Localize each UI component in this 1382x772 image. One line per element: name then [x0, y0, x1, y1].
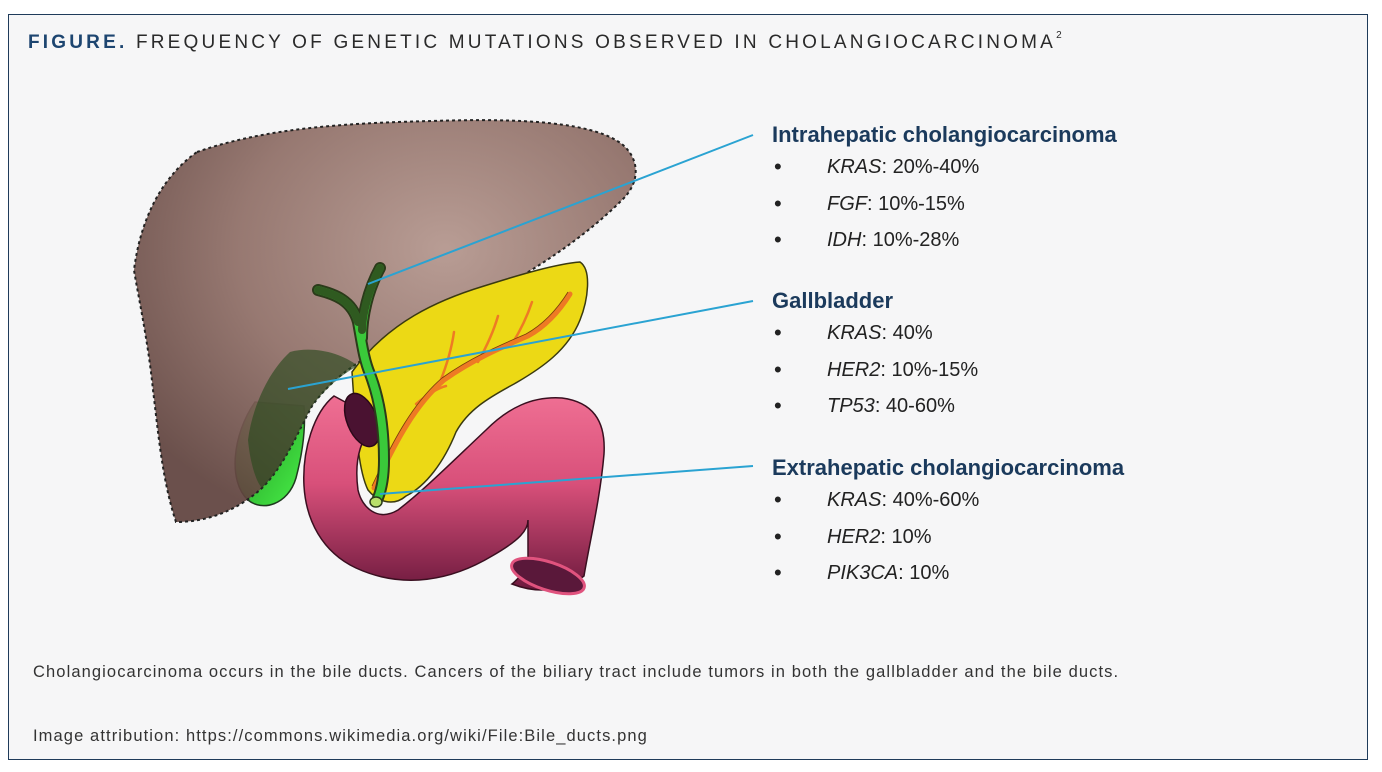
gene-name: TP53 [827, 395, 875, 417]
figure-reference: 2 [1056, 30, 1062, 41]
pancreatic-duct [371, 291, 573, 491]
figure-title-text: FREQUENCY OF GENETIC MUTATIONS OBSERVED … [135, 32, 1057, 53]
pancreatic-duct-outline [371, 291, 569, 487]
bullet-icon: • [774, 487, 782, 512]
mutation-frequency: : 40-60% [874, 395, 955, 417]
group-intrahepatic: Intrahepatic cholangiocarcinoma • KRAS: 2… [772, 122, 1117, 262]
duodenum [303, 392, 605, 596]
group-extrahepatic: Extrahepatic cholangiocarcinoma • KRAS: 4… [772, 455, 1124, 595]
mutation-item: • KRAS: 40% [772, 318, 933, 355]
mutation-frequency: : 10% [880, 525, 932, 548]
bullet-icon: • [774, 560, 782, 585]
mutation-item: • IDH: 10%-28% [772, 225, 1117, 262]
figure-caption: Cholangiocarcinoma occurs in the bile du… [33, 663, 1120, 681]
ampulla [369, 496, 383, 508]
gene-name: HER2 [827, 525, 881, 548]
bullet-icon: • [774, 393, 782, 418]
bullet-icon: • [774, 154, 782, 179]
image-attribution: Image attribution: https://commons.wikim… [33, 727, 648, 745]
mutation-item: • TP53: 40-60% [772, 391, 955, 428]
mutation-frequency: : 40% [881, 322, 933, 344]
bullet-icon: • [774, 356, 782, 382]
mutation-item: • FGF: 10%-15% [772, 189, 1117, 226]
gene-name: KRAS [827, 322, 882, 344]
mutation-list: •KRAS: 40%-60% •HER2: 10% •PIK3CA: 10% [772, 485, 1124, 595]
bullet-icon: • [774, 227, 782, 252]
gene-name: IDH [827, 229, 862, 251]
figure-label: FIGURE. [28, 32, 128, 53]
group-heading: Gallbladder [772, 288, 894, 313]
gene-name: HER2 [827, 358, 881, 381]
gallbladder-shadow [248, 349, 358, 488]
group-gallbladder: Gallbladder • KRAS: 40% • HER2: 10%-15% • T… [772, 288, 978, 428]
mutation-item: • HER2: 10% [772, 522, 1124, 559]
mutation-list: • KRAS: 20%-40% • FGF: 10%-15% • IDH: 10%-2… [772, 152, 1117, 262]
mutation-frequency: : 10%-15% [880, 358, 979, 381]
figure-title: FIGURE. FREQUENCY OF GENETIC MUTATIONS O… [28, 30, 1062, 54]
group-heading: Intrahepatic cholangiocarcinoma [772, 122, 1117, 147]
gene-name: KRAS [827, 156, 882, 178]
mutation-frequency: : 20%-40% [881, 156, 980, 178]
mutation-list: • KRAS: 40% • HER2: 10%-15% • TP53: 40-60% [772, 318, 978, 428]
leader-line-intrahepatic [367, 134, 754, 285]
gene-name: PIK3CA [827, 562, 899, 584]
bullet-icon: • [774, 320, 782, 345]
mutation-item: • PIK3CA: 10% [772, 558, 1124, 595]
mutation-frequency: : 10% [898, 562, 950, 584]
bullet-icon: • [774, 190, 782, 216]
gene-name: FGF [827, 192, 867, 215]
bullet-icon: • [774, 523, 782, 549]
group-heading: Extrahepatic cholangiocarcinoma [772, 455, 1125, 480]
leader-line-gallbladder [287, 300, 754, 390]
mutation-frequency: : 40%-60% [881, 489, 980, 511]
leader-line-extrahepatic [379, 465, 754, 495]
mutation-item: • HER2: 10%-15% [772, 355, 978, 392]
mutation-frequency: : 10%-15% [867, 192, 965, 215]
mutation-item: • KRAS: 40%-60% [772, 485, 1124, 522]
mutation-frequency: : 10%-28% [861, 229, 960, 251]
gene-name: KRAS [827, 489, 882, 511]
mutation-item: • KRAS: 20%-40% [772, 152, 1117, 189]
